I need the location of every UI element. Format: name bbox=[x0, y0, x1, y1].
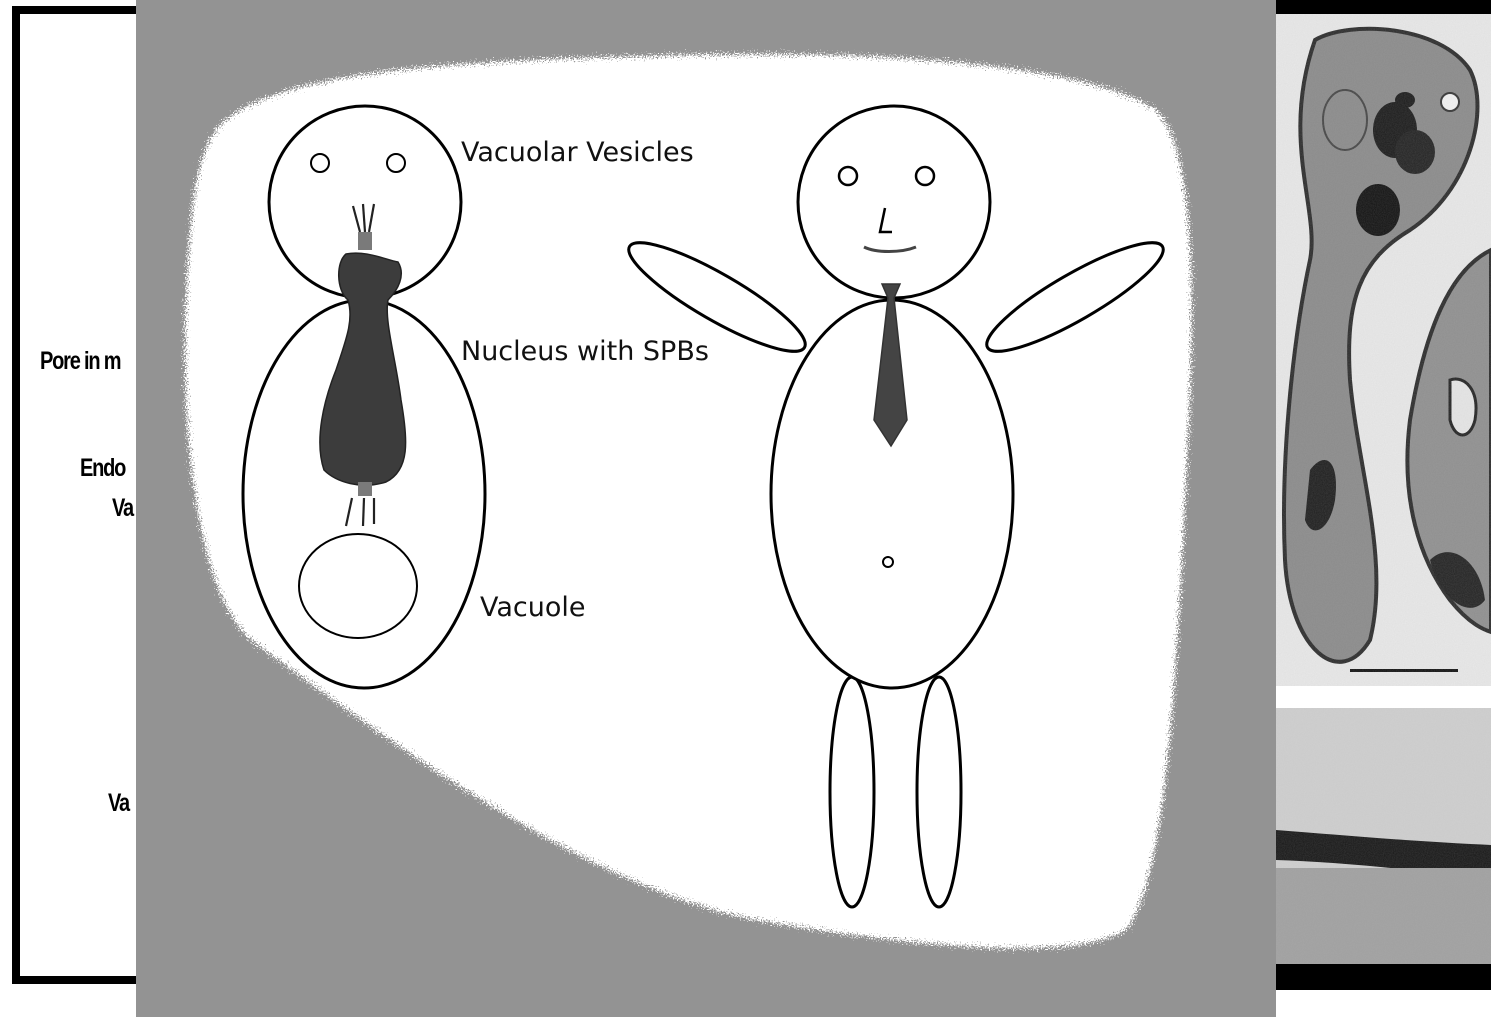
label-vacuole: Vacuole bbox=[480, 592, 586, 623]
vesicle-left bbox=[311, 154, 329, 172]
left-label-pore: Pore in m bbox=[40, 347, 120, 376]
left-leg bbox=[830, 677, 874, 907]
micrograph-image bbox=[1240, 0, 1491, 990]
right-micrograph-slide bbox=[1240, 0, 1491, 990]
cartoon-diagram: Vacuolar Vesicles Nucleus with SPBs Vacu… bbox=[136, 0, 1276, 1017]
left-label-va-1: Va bbox=[112, 494, 133, 523]
left-label-endo: Endo bbox=[80, 454, 125, 483]
cartoon-panel: Vacuolar Vesicles Nucleus with SPBs Vacu… bbox=[136, 0, 1276, 1017]
eye-right bbox=[916, 167, 934, 185]
left-label-va-2: Va bbox=[108, 789, 129, 818]
figure-head bbox=[798, 106, 990, 298]
label-nucleus: Nucleus with SPBs bbox=[461, 336, 709, 367]
navel bbox=[883, 557, 893, 567]
label-vacuolar-vesicles: Vacuolar Vesicles bbox=[461, 137, 694, 168]
vacuole-ellipse bbox=[299, 534, 417, 638]
eye-left bbox=[839, 167, 857, 185]
vesicle-right bbox=[387, 154, 405, 172]
right-leg bbox=[917, 677, 961, 907]
